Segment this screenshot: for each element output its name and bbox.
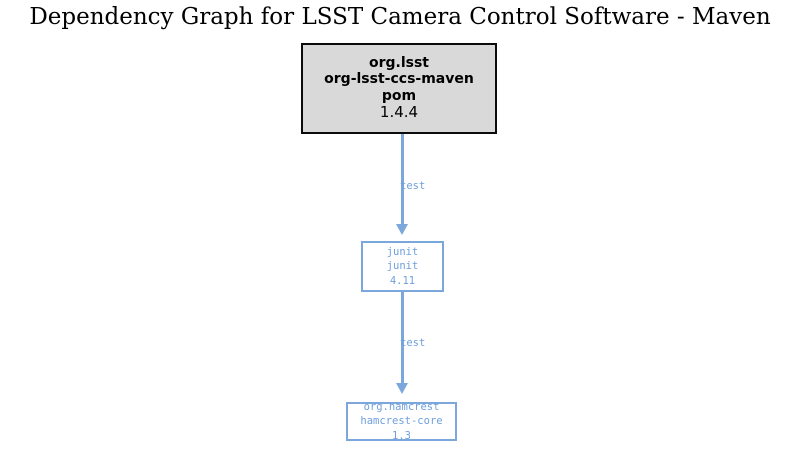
node-junit-version: 4.11 <box>389 274 416 287</box>
arrow-head-icon <box>396 383 408 394</box>
graph-node-junit[interactable]: junit junit 4.11 <box>361 241 444 292</box>
graph-edge-label-junit-to-hamcrest: test <box>400 337 426 349</box>
node-hamcrest-group: org.hamcrest <box>363 401 440 414</box>
graph-edge-root-to-junit <box>401 134 404 224</box>
page-title: Dependency Graph for LSST Camera Control… <box>29 4 771 30</box>
graph-node-hamcrest[interactable]: org.hamcrest hamcrest-core 1.3 <box>346 401 457 442</box>
graph-node-root[interactable]: org.lsst org-lsst-ccs-maven pom 1.4.4 <box>301 43 497 134</box>
node-root-version: 1.4.4 <box>379 103 419 122</box>
node-junit-artifact: junit <box>386 260 419 273</box>
node-hamcrest-version: 1.3 <box>392 429 411 442</box>
node-root-group: org.lsst <box>368 54 430 71</box>
arrow-head-icon <box>396 224 408 235</box>
graph-edge-junit-to-hamcrest <box>401 292 404 383</box>
node-junit-group: junit <box>386 246 419 259</box>
graph-edge-label-root-to-junit: test <box>400 180 426 192</box>
node-hamcrest-artifact: hamcrest-core <box>360 415 443 428</box>
node-root-packaging: pom <box>381 87 417 104</box>
node-root-artifact: org-lsst-ccs-maven <box>324 71 474 88</box>
